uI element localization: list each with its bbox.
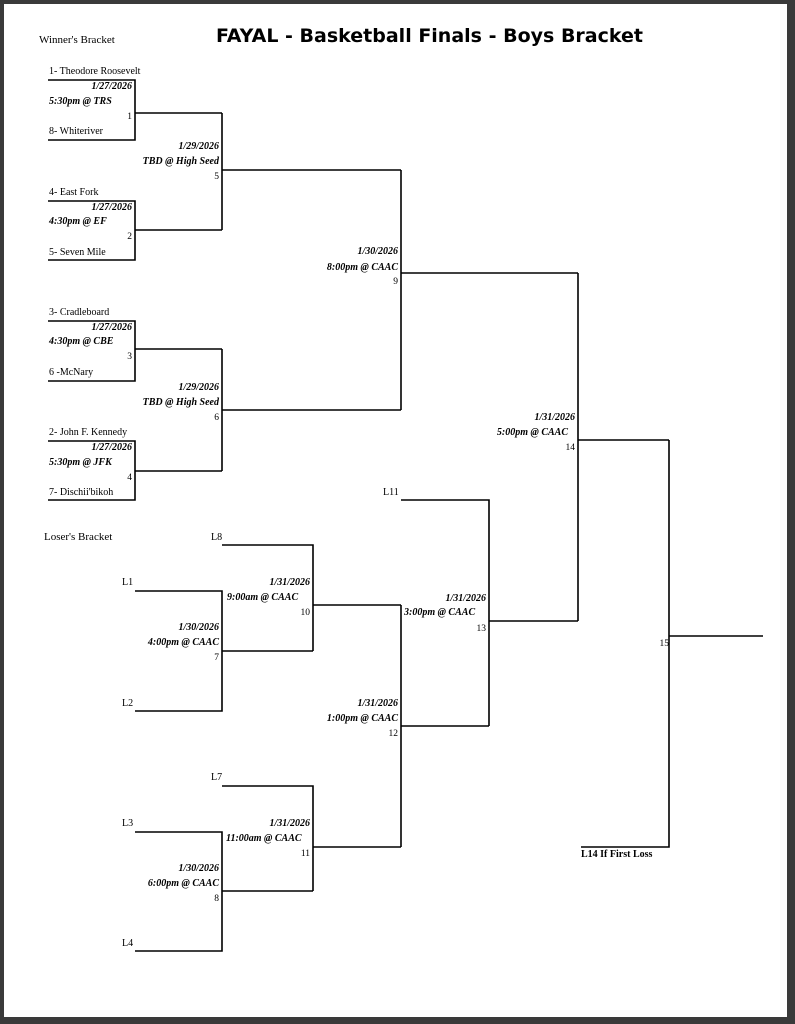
loser-slot-l1: L1 — [122, 577, 134, 588]
winners-bracket-label: Winner's Bracket — [39, 34, 115, 46]
connector-game-13 — [401, 499, 578, 726]
connector-game-7 — [135, 590, 313, 712]
connector-game-4 — [48, 440, 222, 501]
game-2-time: 4:30pm @ EF — [49, 216, 107, 227]
game-1-time: 5:30pm @ TRS — [49, 96, 112, 107]
connector-game-1 — [48, 79, 222, 141]
game-4-number: 4 — [127, 473, 132, 483]
game-6-number: 6 — [214, 413, 219, 423]
bracket-sheet: FAYAL - Basketball Finals - Boys Bracket… — [4, 4, 787, 1017]
game-9-number: 9 — [393, 277, 398, 287]
game-3-date: 1/27/2026 — [91, 322, 132, 333]
connector-game-10 — [222, 544, 401, 651]
game-12-time: 1:00pm @ CAAC — [326, 713, 398, 724]
game-13-date: 1/31/2026 — [445, 593, 486, 604]
game-1-number: 1 — [127, 112, 132, 122]
team-seed-4: 4- East Fork — [49, 187, 99, 198]
game-9-date: 1/30/2026 — [357, 246, 398, 257]
game-7-time: 4:00pm @ CAAC — [147, 637, 219, 648]
game-11-number: 11 — [300, 849, 310, 859]
game-3-time: 4:30pm @ CBE — [49, 336, 114, 347]
game-11-time: 11:00am @ CAAC — [226, 833, 302, 844]
connector-game-5 — [221, 113, 401, 230]
connector-game-12 — [400, 605, 489, 847]
game-12-date: 1/31/2026 — [357, 698, 398, 709]
loser-slot-l7: L7 — [211, 772, 223, 783]
loser-slot-l4: L4 — [122, 938, 134, 949]
connector-game-14 — [577, 273, 669, 621]
losers-bracket-label: Loser's Bracket — [44, 531, 113, 543]
game-4-time: 5:30pm @ JFK — [49, 457, 112, 468]
game-5-number: 5 — [214, 172, 219, 182]
team-seed-7: 7- Dischii'bikoh — [49, 487, 114, 498]
game-10-number: 10 — [300, 608, 311, 618]
game-2-date: 1/27/2026 — [91, 202, 132, 213]
bracket-lines — [48, 79, 763, 952]
loser-slot-l2: L2 — [122, 698, 134, 709]
loser-slot-l3: L3 — [122, 818, 134, 829]
game-5-date: 1/29/2026 — [178, 141, 219, 152]
team-seed-3: 3- Cradleboard — [49, 307, 110, 318]
game-8-number: 8 — [214, 894, 219, 904]
game-13-number: 13 — [476, 624, 487, 634]
connector-game-6 — [221, 349, 401, 471]
game-13-time: 3:00pm @ CAAC — [404, 607, 476, 618]
game-15-number: 15 — [659, 639, 670, 649]
page-title: FAYAL - Basketball Finals - Boys Bracket — [216, 25, 643, 47]
game-14-number: 14 — [565, 443, 576, 453]
connector-game-8 — [135, 831, 313, 952]
game-9-time: 8:00pm @ CAAC — [326, 262, 398, 273]
game-14-time: 5:00pm @ CAAC — [496, 427, 568, 438]
loser-slot-l11: L11 — [383, 487, 399, 498]
game-10-date: 1/31/2026 — [269, 577, 310, 588]
connector-game-15 — [581, 440, 763, 848]
team-seed-6: 6 -McNary — [49, 367, 94, 378]
loser-slot-l8: L8 — [211, 532, 223, 543]
game-8-time: 6:00pm @ CAAC — [147, 878, 219, 889]
game-7-date: 1/30/2026 — [178, 622, 219, 633]
game-6-date: 1/29/2026 — [178, 382, 219, 393]
connector-game-2 — [48, 200, 222, 261]
team-seed-1: 1- Theodore Roosevelt — [49, 66, 141, 77]
connector-game-3 — [48, 320, 222, 382]
team-seed-5: 5- Seven Mile — [49, 247, 106, 258]
game-6-time: TBD @ High Seed — [142, 397, 219, 408]
game-14-date: 1/31/2026 — [534, 412, 575, 423]
game-7-number: 7 — [214, 653, 219, 663]
connector-game-11 — [222, 785, 401, 891]
game-10-time: 9:00am @ CAAC — [227, 592, 299, 603]
game-4-date: 1/27/2026 — [91, 442, 132, 453]
game-2-number: 2 — [127, 232, 132, 242]
game-11-date: 1/31/2026 — [269, 818, 310, 829]
game-5-time: TBD @ High Seed — [142, 156, 219, 167]
game-12-number: 12 — [388, 729, 399, 739]
team-seed-8: 8- Whiteriver — [49, 126, 103, 137]
game-1-date: 1/27/2026 — [91, 81, 132, 92]
game-8-date: 1/30/2026 — [178, 863, 219, 874]
game-3-number: 3 — [127, 352, 132, 362]
team-seed-2: 2- John F. Kennedy — [49, 427, 128, 438]
connector-game-9 — [400, 170, 578, 410]
loser-slot-l14: L14 If First Loss — [581, 849, 653, 860]
